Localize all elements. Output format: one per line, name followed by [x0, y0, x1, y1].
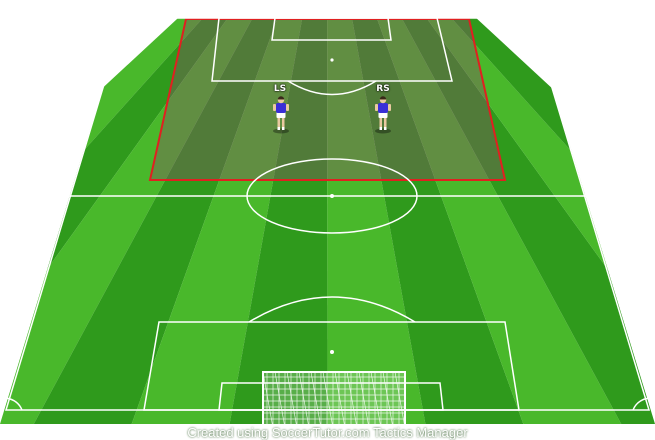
player-label-ls: LS — [273, 84, 287, 94]
bottom-goal — [262, 371, 406, 429]
highlight-zone — [148, 18, 507, 181]
player-left-striker[interactable] — [273, 96, 289, 134]
bottom-penalty-area — [143, 321, 520, 411]
centre-circle — [246, 158, 418, 234]
corner-arc-bottom-right — [632, 397, 650, 411]
grass-stripe — [229, 18, 328, 424]
top-penalty-arc — [287, 80, 377, 96]
corner-arc-bottom-left — [5, 397, 23, 411]
credit-text: Created using SoccerTutor.com Tactics Ma… — [187, 425, 468, 440]
grass-stripe — [327, 18, 426, 424]
grass-stripe — [33, 18, 327, 424]
corner-arc-top-left — [121, 17, 143, 26]
bottom-penalty-spot — [330, 350, 334, 354]
corner-arc-top-right — [512, 17, 534, 26]
top-penalty-spot — [330, 58, 334, 62]
bottom-penalty-arc — [248, 296, 416, 323]
player-right-striker[interactable] — [375, 96, 391, 134]
top-goal — [291, 1, 373, 17]
grass-stripe — [131, 18, 327, 424]
centre-spot — [330, 194, 334, 198]
player-label-rs: RS — [376, 84, 390, 94]
top-goal-area — [271, 17, 392, 41]
